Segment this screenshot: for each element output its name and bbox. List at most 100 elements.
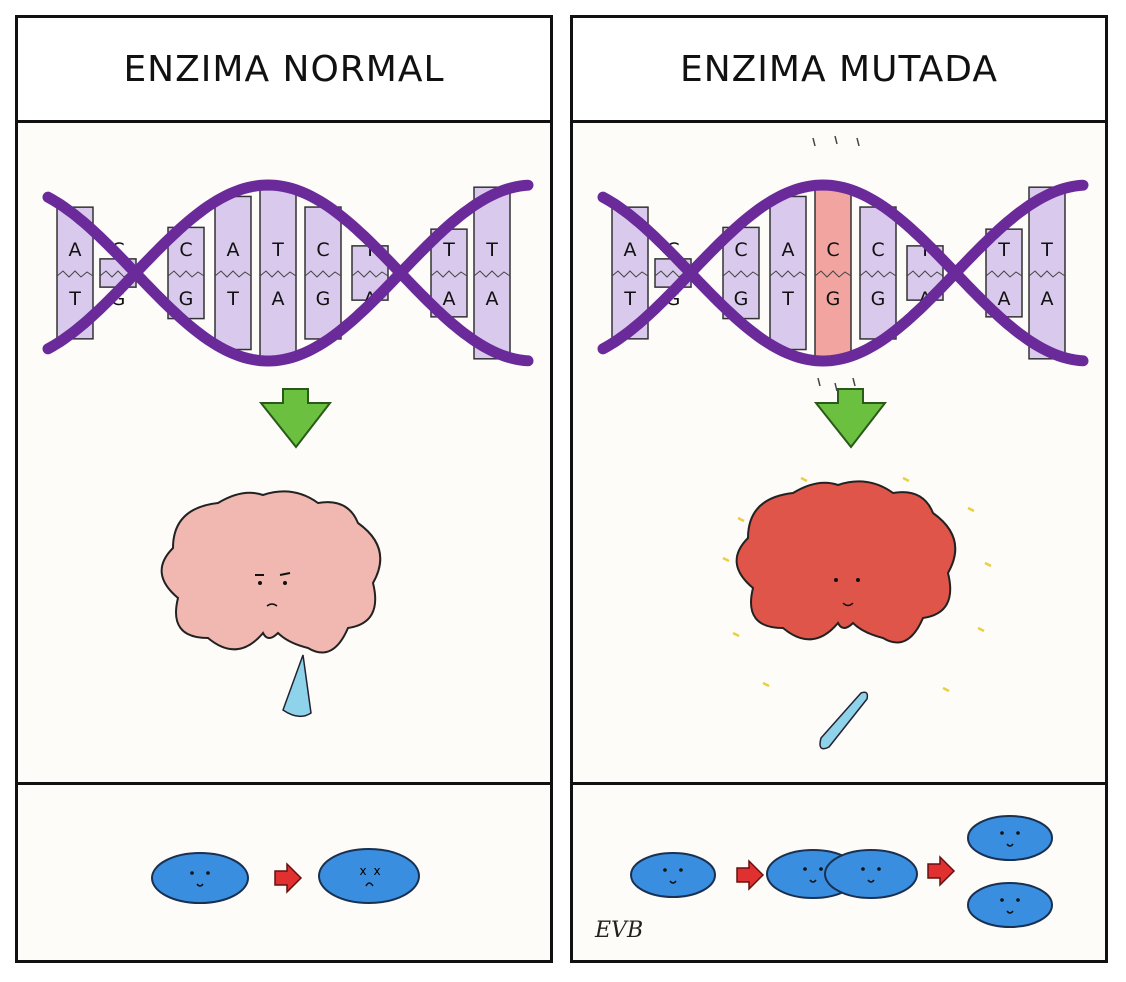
base-top: T xyxy=(1040,239,1053,261)
base-bottom: T xyxy=(781,288,794,310)
frown xyxy=(365,882,374,887)
panel-title: ENZIMA MUTADA xyxy=(573,18,1105,123)
glow-mark xyxy=(737,516,745,523)
glow-mark xyxy=(967,506,975,513)
eye xyxy=(834,578,838,582)
hydrogen-bond xyxy=(56,270,94,278)
enzyme xyxy=(160,490,382,654)
hydrogen-bond xyxy=(769,270,807,278)
dna-strand xyxy=(42,179,534,367)
base-top: A xyxy=(227,239,240,261)
base-bottom: T xyxy=(226,288,239,310)
smile xyxy=(196,883,204,887)
emphasis-mark xyxy=(834,382,838,392)
base-top: C xyxy=(826,239,839,261)
glow-mark xyxy=(732,631,740,638)
base-top: A xyxy=(624,239,637,261)
eye xyxy=(283,581,287,585)
eye xyxy=(190,871,194,875)
eye xyxy=(861,867,865,871)
base-pair xyxy=(430,228,468,318)
emphasis-mark xyxy=(852,377,856,387)
glow-mark xyxy=(800,476,808,483)
eye xyxy=(206,871,210,875)
hydrogen-bond xyxy=(859,270,897,278)
hydrogen-bond xyxy=(611,270,649,278)
divider xyxy=(18,782,550,785)
base-bottom: T xyxy=(623,288,636,310)
divider xyxy=(573,782,1105,785)
hydrogen-bond xyxy=(722,270,760,278)
base-top: T xyxy=(442,239,455,261)
hydrogen-bond xyxy=(259,270,297,278)
smile xyxy=(842,602,854,607)
base-bottom: A xyxy=(272,288,285,310)
bacterium xyxy=(318,848,420,904)
glow-mark xyxy=(942,686,950,693)
hydrogen-bond xyxy=(351,270,389,278)
enzyme xyxy=(735,480,957,644)
eye xyxy=(1016,831,1020,835)
eye xyxy=(1000,831,1004,835)
base-top: A xyxy=(69,239,82,261)
glow-mark xyxy=(762,681,770,688)
glow-mark xyxy=(902,476,910,483)
base-pair xyxy=(1028,186,1066,360)
panel-title: ENZIMA NORMAL xyxy=(18,18,550,123)
green-arrow-icon xyxy=(258,388,333,449)
eye xyxy=(1000,898,1004,902)
base-bottom: A xyxy=(1041,288,1054,310)
red-arrow-icon xyxy=(274,862,303,894)
red-arrow-icon xyxy=(736,859,765,891)
base-pair xyxy=(304,206,342,340)
base-bottom: T xyxy=(68,288,81,310)
base-bottom: A xyxy=(998,288,1011,310)
bacterium xyxy=(967,882,1053,928)
hydrogen-bond xyxy=(430,270,468,278)
eye xyxy=(258,581,262,585)
smile xyxy=(669,880,677,884)
emphasis-mark xyxy=(834,135,838,145)
dna-strand xyxy=(597,179,1089,367)
hydrogen-bond xyxy=(473,270,511,278)
base-top: C xyxy=(316,239,329,261)
eye xyxy=(819,867,823,871)
eye xyxy=(663,868,667,872)
base-bottom: G xyxy=(179,288,194,310)
eyebrow xyxy=(279,572,291,576)
base-bottom: A xyxy=(443,288,456,310)
glow-mark xyxy=(722,556,730,563)
base-bottom: G xyxy=(871,288,886,310)
drug-molecule xyxy=(819,691,869,750)
red-arrow-icon xyxy=(927,855,956,887)
bacterium xyxy=(967,815,1053,861)
hydrogen-bond xyxy=(167,270,205,278)
hydrogen-bond xyxy=(814,270,852,278)
base-pair xyxy=(769,195,807,351)
eye xyxy=(679,868,683,872)
bacterium xyxy=(151,852,249,904)
smile xyxy=(809,879,817,883)
eye xyxy=(803,867,807,871)
base-top: C xyxy=(734,239,747,261)
base-bottom: G xyxy=(734,288,749,310)
glow-mark xyxy=(984,561,992,568)
frown xyxy=(266,603,278,607)
eye xyxy=(1016,898,1020,902)
eye xyxy=(856,578,860,582)
glow-mark xyxy=(977,626,985,633)
hydrogen-bond xyxy=(214,270,252,278)
base-top: C xyxy=(179,239,192,261)
smile xyxy=(1006,843,1014,847)
smile xyxy=(1006,910,1014,914)
base-pair xyxy=(214,195,252,351)
dna-strand xyxy=(597,179,1089,367)
base-bottom: A xyxy=(486,288,499,310)
dead-eye: x xyxy=(359,864,366,878)
smile xyxy=(867,879,875,883)
base-top: T xyxy=(485,239,498,261)
